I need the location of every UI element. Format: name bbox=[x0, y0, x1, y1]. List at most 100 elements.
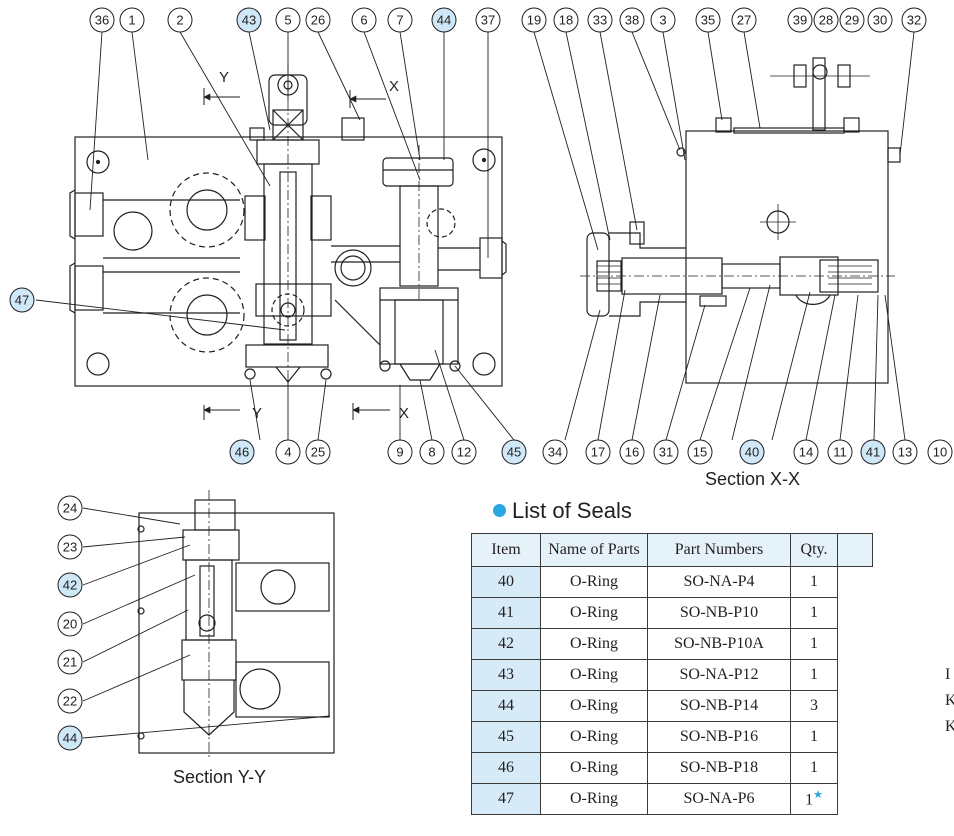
callout-15: 15 bbox=[687, 439, 713, 465]
svg-text:13: 13 bbox=[898, 445, 912, 460]
front-view bbox=[69, 64, 507, 420]
svg-text:25: 25 bbox=[311, 445, 325, 460]
svg-text:35: 35 bbox=[701, 13, 715, 28]
seal-blank bbox=[838, 753, 873, 784]
callout-23: 23 bbox=[57, 534, 83, 560]
callout-46: 46 bbox=[229, 439, 255, 465]
svg-text:28: 28 bbox=[819, 13, 833, 28]
svg-text:12: 12 bbox=[457, 445, 471, 460]
callout-26: 26 bbox=[305, 7, 331, 33]
seal-part-number: SO-NB-P14 bbox=[647, 690, 791, 722]
seal-qty: 1★ bbox=[790, 783, 838, 815]
svg-text:43: 43 bbox=[242, 13, 256, 28]
seal-qty: 3 bbox=[790, 690, 838, 722]
lever-assembly bbox=[770, 57, 870, 131]
callout-14: 14 bbox=[793, 439, 819, 465]
seal-qty: 1 bbox=[790, 597, 838, 629]
callout-22: 22 bbox=[57, 688, 83, 714]
star-mark-icon: ★ bbox=[813, 789, 823, 802]
svg-text:20: 20 bbox=[63, 617, 77, 632]
header-item: Item bbox=[471, 533, 541, 567]
callout-35: 35 bbox=[695, 7, 721, 33]
svg-text:32: 32 bbox=[907, 13, 921, 28]
callout-40: 40 bbox=[739, 439, 765, 465]
callout-27: 27 bbox=[731, 7, 757, 33]
leader-lines bbox=[35, 31, 915, 739]
seal-part-number: SO-NA-P12 bbox=[647, 659, 791, 691]
callout-43: 43 bbox=[236, 7, 262, 33]
seal-name: O-Ring bbox=[540, 721, 648, 753]
seal-name: O-Ring bbox=[540, 597, 648, 629]
callout-2: 2 bbox=[167, 7, 193, 33]
callout-38: 38 bbox=[619, 7, 645, 33]
svg-text:17: 17 bbox=[591, 445, 605, 460]
callout-44: 44 bbox=[57, 725, 83, 751]
middle-passage bbox=[331, 245, 400, 346]
seal-item: 43 bbox=[471, 659, 541, 691]
svg-text:6: 6 bbox=[360, 13, 367, 28]
callout-12: 12 bbox=[451, 439, 477, 465]
right-valve-column bbox=[379, 145, 507, 381]
section-letters: Y X Y X bbox=[219, 69, 409, 422]
seal-blank bbox=[838, 598, 873, 629]
svg-text:19: 19 bbox=[527, 13, 541, 28]
svg-text:31: 31 bbox=[659, 445, 673, 460]
callout-6: 6 bbox=[351, 7, 377, 33]
seal-name: O-Ring bbox=[540, 566, 648, 598]
svg-text:14: 14 bbox=[799, 445, 813, 460]
svg-text:46: 46 bbox=[235, 445, 249, 460]
seal-blank bbox=[838, 691, 873, 722]
cut-label-y-top: Y bbox=[219, 69, 229, 86]
callout-33: 33 bbox=[587, 7, 613, 33]
svg-text:37: 37 bbox=[481, 13, 495, 28]
seal-blank bbox=[838, 722, 873, 753]
svg-text:45: 45 bbox=[507, 445, 521, 460]
seal-qty: 1 bbox=[790, 721, 838, 753]
svg-text:27: 27 bbox=[737, 13, 751, 28]
side-note-3: K bbox=[945, 718, 954, 735]
seal-blank bbox=[838, 660, 873, 691]
callout-13: 13 bbox=[892, 439, 918, 465]
seal-qty: 1 bbox=[790, 566, 838, 598]
seal-part-number: SO-NA-P4 bbox=[647, 566, 791, 598]
callout-31: 31 bbox=[653, 439, 679, 465]
seal-part-number: SO-NB-P16 bbox=[647, 721, 791, 753]
seal-item: 42 bbox=[471, 628, 541, 660]
list-of-seals-title: List of Seals bbox=[493, 498, 632, 524]
seals-table-header: Item Name of Parts Part Numbers Qty. bbox=[471, 533, 873, 567]
callout-25: 25 bbox=[305, 439, 331, 465]
callout-21: 21 bbox=[57, 649, 83, 675]
seal-item: 40 bbox=[471, 566, 541, 598]
cut-label-x-bottom: X bbox=[399, 405, 409, 422]
seal-item: 46 bbox=[471, 752, 541, 784]
callout-17: 17 bbox=[585, 439, 611, 465]
callout-30: 30 bbox=[867, 7, 893, 33]
spool-assembly bbox=[580, 256, 895, 305]
cut-label-x-top: X bbox=[389, 78, 399, 95]
callout-29: 29 bbox=[839, 7, 865, 33]
seal-part-number: SO-NB-P18 bbox=[647, 752, 791, 784]
callout-3: 3 bbox=[650, 7, 676, 33]
front-view-bolt-holes bbox=[86, 148, 496, 376]
svg-text:1: 1 bbox=[128, 13, 135, 28]
seal-name: O-Ring bbox=[540, 690, 648, 722]
callout-1: 1 bbox=[119, 7, 145, 33]
callout-18: 18 bbox=[553, 7, 579, 33]
svg-text:8: 8 bbox=[428, 445, 435, 460]
callout-32: 32 bbox=[901, 7, 927, 33]
callout-20: 20 bbox=[57, 611, 83, 637]
callout-11: 11 bbox=[827, 439, 853, 465]
callout-47: 47 bbox=[9, 287, 35, 313]
svg-text:26: 26 bbox=[311, 13, 325, 28]
callout-7: 7 bbox=[387, 7, 413, 33]
svg-text:16: 16 bbox=[625, 445, 639, 460]
seal-name: O-Ring bbox=[540, 659, 648, 691]
svg-text:2: 2 bbox=[176, 13, 183, 28]
